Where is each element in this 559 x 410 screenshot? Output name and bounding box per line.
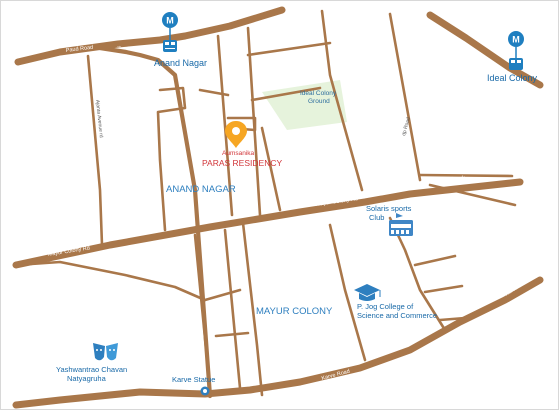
train-icon bbox=[163, 40, 177, 52]
ideal-colony-metro[interactable]: M bbox=[508, 31, 524, 70]
metro-icon bbox=[508, 31, 524, 47]
metro-letter: M bbox=[166, 16, 174, 26]
natyagruha-label-line2: Natyagruha bbox=[67, 374, 107, 383]
graduation-cap-icon[interactable] bbox=[354, 284, 381, 301]
mayur-colony-rd-right-label: Mayur Colony Rd bbox=[315, 196, 358, 208]
ajanta-avenue-label: Ajanta Avenue rd bbox=[94, 100, 104, 139]
theatre-masks-icon[interactable] bbox=[93, 343, 118, 361]
project-location-pin-icon[interactable] bbox=[225, 121, 247, 148]
top-right-road bbox=[426, 11, 544, 89]
train-icon bbox=[509, 58, 523, 70]
minor-roads bbox=[15, 9, 517, 397]
project-developer-label: Aumsanika bbox=[222, 150, 255, 157]
natyagruha-label-line1: Yashwantrao Chavan bbox=[56, 365, 127, 374]
college-label-line2: Science and Commerce bbox=[357, 311, 437, 320]
karve-statue-pin-icon[interactable] bbox=[200, 386, 210, 396]
karve-road bbox=[12, 276, 544, 409]
ideal-colony-ground-label-line2: Ground bbox=[308, 98, 330, 105]
paud-road-label: Paud Road bbox=[66, 45, 94, 54]
solaris-label-line1: Solaris sports bbox=[366, 204, 412, 213]
anand-nagar-station-label: Anand Nagar bbox=[154, 58, 207, 68]
ideal-colony-ground-label-line1: Ideal Colony bbox=[300, 90, 337, 97]
college-label-line1: P. Jog College of bbox=[357, 302, 414, 311]
sports-club-icon[interactable] bbox=[389, 213, 413, 236]
paud-road bbox=[14, 6, 286, 66]
dp-road-label: dp Road bbox=[401, 116, 412, 136]
anand-nagar-metro[interactable]: M bbox=[162, 12, 178, 52]
metro-letter: M bbox=[512, 35, 520, 45]
main-roads bbox=[12, 6, 544, 409]
anand-nagar-area-label: ANAND NAGAR bbox=[166, 184, 236, 195]
ideal-colony-station-label: Ideal Colony bbox=[487, 73, 538, 83]
ideal-colony-ground bbox=[262, 80, 347, 130]
medium-roads bbox=[97, 45, 213, 399]
paud-road-arrow: → bbox=[116, 43, 123, 50]
project-name-label: PARAS RESIDENCY bbox=[202, 158, 282, 168]
solaris-label-line2: Club bbox=[369, 213, 384, 222]
shyam-chowk-label: Shyam Chowk bbox=[429, 175, 465, 186]
karve-statue-label: Karve Statue bbox=[172, 375, 215, 384]
mayur-colony-road bbox=[12, 178, 524, 269]
metro-icon bbox=[162, 12, 178, 28]
mayur-colony-area-label: MAYUR COLONY bbox=[256, 306, 333, 317]
